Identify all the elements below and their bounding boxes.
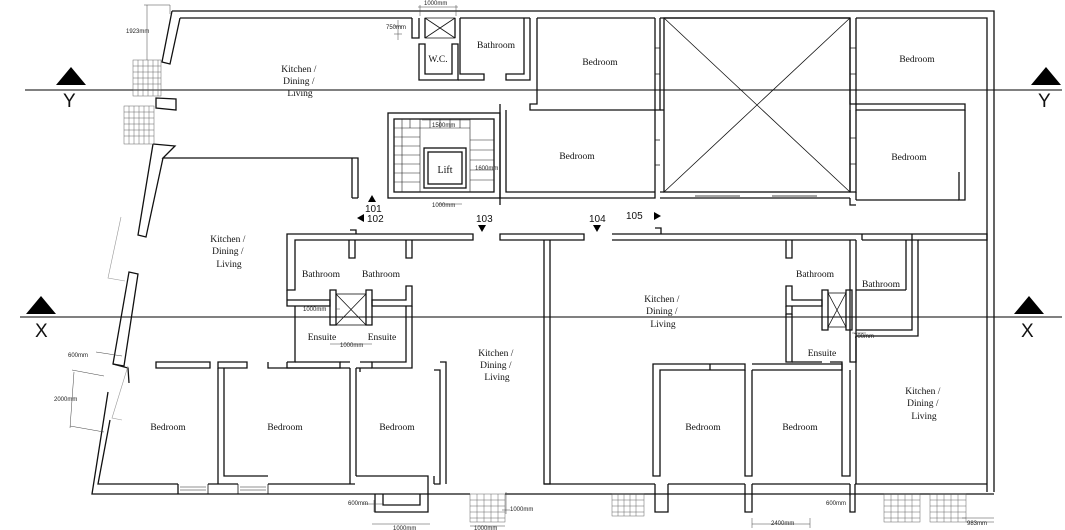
room-label-bedroom-top-2: Bedroom: [559, 152, 595, 162]
left-apartment-walls: [155, 240, 441, 494]
dimension-text: 600mm: [826, 501, 846, 507]
room-line: Dining /: [212, 247, 244, 257]
room-line: Kitchen /: [281, 65, 316, 75]
room-line: Kitchen /: [905, 387, 940, 397]
room-line: Kitchen /: [210, 235, 245, 245]
section-line-x: [20, 296, 1062, 318]
section-line-y: [25, 67, 1062, 91]
arrow-up-101-icon: [368, 195, 376, 202]
dimension-text: 1600mm: [475, 166, 498, 172]
section-label-x-right: X: [1021, 321, 1034, 342]
room-label-bathroom-right-2: Bathroom: [862, 280, 901, 290]
dimension-text: 2000mm: [54, 397, 77, 403]
room-label-bedroom-top-1: Bedroom: [582, 58, 618, 68]
room-label-bedroom-top-right-1: Bedroom: [899, 55, 935, 65]
room-label-ensuite-left-1: Ensuite: [308, 333, 337, 343]
stair-lift-core: [387, 112, 501, 199]
dimension-text: 1000mm: [432, 203, 455, 209]
room-label-lift: Lift: [438, 165, 453, 176]
room-label-wc: W.C.: [428, 55, 447, 65]
dimension-lines: [69, 4, 994, 528]
room-line: Living: [650, 320, 676, 330]
arrow-right-105-icon: [654, 212, 661, 220]
room-label-kitchen-right: Kitchen / Dining / Living: [905, 387, 942, 422]
section-marker-y-right-icon: [1031, 67, 1061, 85]
dimension-text: 983mm: [967, 521, 987, 527]
balcony-grid-1: [469, 493, 506, 523]
unit-label-104: 104: [589, 214, 606, 225]
balcony-grid-3: [883, 493, 921, 523]
dimension-text: 1000mm: [303, 307, 326, 313]
room-line: Living: [911, 412, 937, 422]
unit-label-103: 103: [476, 214, 493, 225]
room-label-bedroom-bottom-2: Bedroom: [267, 423, 303, 433]
unit-label-105: 105: [626, 211, 643, 222]
room-line: Dining /: [283, 77, 315, 87]
room-label-bathroom-left-2: Bathroom: [362, 270, 401, 280]
dimension-text: 600mm: [68, 353, 88, 359]
room-label-kitchen-top-left: Kitchen / Dining / Living: [281, 65, 318, 99]
dimension-text: 1000mm: [340, 343, 363, 349]
dimension-text: 600mm: [348, 501, 368, 507]
room-label-ensuite-left-2: Ensuite: [368, 333, 397, 343]
room-line: Living: [287, 89, 313, 99]
bottom-projections: [177, 484, 856, 513]
room-label-kitchen-mid: Kitchen / Dining / Living: [478, 349, 515, 383]
room-label-bedroom-bottom-1: Bedroom: [150, 423, 186, 433]
dimension-text: 2400mm: [771, 521, 794, 527]
unit-label-101: 101: [365, 204, 382, 215]
room-line: Dining /: [907, 399, 939, 409]
right-apartment-walls: [785, 239, 919, 484]
balcony-grid-4: [929, 493, 967, 523]
room-label-bedroom-bottom-5: Bedroom: [782, 423, 818, 433]
room-label-bathroom-top: Bathroom: [477, 41, 516, 51]
window-grid-left-2: [123, 105, 155, 145]
room-label-kitchen-center: Kitchen / Dining / Living: [644, 295, 681, 330]
balcony-grid-2: [611, 493, 645, 517]
dimension-text: 1000mm: [474, 526, 497, 530]
section-marker-x-left-icon: [26, 296, 56, 314]
room-label-bathroom-left-1: Bathroom: [302, 270, 341, 280]
room-line: Living: [216, 260, 242, 270]
dimension-text: 700mm: [854, 334, 874, 340]
room-label-bedroom-bottom-4: Bedroom: [685, 423, 721, 433]
room-line: Kitchen /: [644, 295, 679, 305]
dimension-text: 750mm: [386, 25, 406, 31]
dimension-text: 1000mm: [510, 507, 533, 513]
room-label-kitchen-left: Kitchen / Dining / Living: [210, 235, 247, 270]
arrow-down-104-icon: [593, 225, 601, 232]
section-label-y-right: Y: [1038, 91, 1051, 112]
dimension-text: 1000mm: [393, 526, 416, 530]
room-label-bedroom-bottom-3: Bedroom: [379, 423, 415, 433]
room-label-ensuite-right: Ensuite: [808, 349, 837, 359]
room-label-bathroom-right-1: Bathroom: [796, 270, 835, 280]
room-line: Dining /: [480, 361, 512, 371]
dimension-text: 1923mm: [126, 29, 149, 35]
unit-label-102: 102: [367, 214, 384, 225]
arrow-down-103-icon: [478, 225, 486, 232]
section-label-x-left: X: [35, 321, 48, 342]
section-marker-y-left-icon: [56, 67, 86, 85]
dimension-text: 1500mm: [432, 123, 455, 129]
dimension-text: 1000mm: [424, 1, 447, 7]
arrow-left-102-icon: [357, 214, 364, 222]
room-line: Kitchen /: [478, 349, 513, 359]
top-row-walls: [411, 17, 966, 201]
room-label-bedroom-top-right-2: Bedroom: [891, 153, 927, 163]
section-label-y-left: Y: [63, 91, 76, 112]
section-marker-x-right-icon: [1014, 296, 1044, 314]
room-line: Dining /: [646, 307, 678, 317]
unit-arrows: [357, 195, 661, 232]
room-line: Living: [484, 373, 510, 383]
window-grid-left-1: [132, 59, 162, 97]
